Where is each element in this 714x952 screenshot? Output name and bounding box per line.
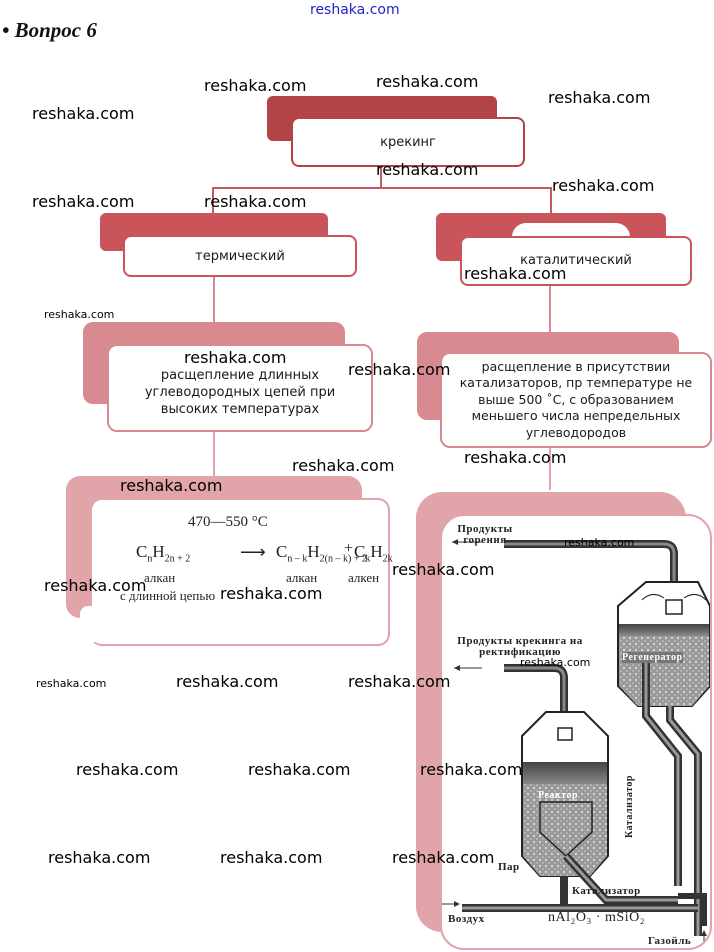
product2-c-sub: k — [365, 553, 371, 565]
combustion-pipe — [452, 539, 678, 606]
catalytic-node-label: каталитический — [520, 253, 632, 268]
connector-catalytic-apparatus — [549, 448, 551, 490]
product1-name: алкан — [286, 570, 318, 585]
watermark: reshaka.com — [464, 264, 567, 283]
watermark: reshaka.com — [32, 104, 135, 123]
label-reactor: Реактор — [538, 790, 579, 801]
label-gasoil: Газойль — [648, 935, 692, 947]
watermark: reshaka.com — [348, 672, 451, 691]
label-catalyst-horizontal: Катализатор — [572, 885, 641, 897]
product2-name: алкен — [348, 570, 380, 585]
watermark: reshaka.com — [464, 448, 567, 467]
connector-right-down — [550, 187, 552, 213]
connector-thermal-reaction — [213, 432, 215, 476]
watermark: reshaka.com — [552, 176, 655, 195]
label-air: Воздух — [448, 913, 485, 925]
thermal-node: термический — [123, 235, 357, 277]
watermark: reshaka.com — [392, 848, 495, 867]
thermal-description-text: расщепление длинных углеводородных цепей… — [144, 367, 336, 417]
reaction-box: 470—550 °C CnH2n + 2 ⟶ Cn – kH2(n – k) +… — [90, 498, 393, 646]
watermark: reshaka.com — [420, 760, 523, 779]
product2-h-sub: 2k — [382, 553, 393, 565]
watermark: reshaka.com — [564, 536, 635, 549]
root-node: крекинг — [291, 117, 525, 167]
label-regenerator: Регенератор — [622, 652, 683, 663]
watermark: reshaka.com — [392, 560, 495, 579]
label-catalyst-formula: nAl₂O₃ · mSiO₂ — [548, 910, 646, 925]
reaction-arrow: ⟶ — [240, 542, 266, 562]
watermark: reshaka.com — [220, 848, 323, 867]
label-cracking-products: Продукты крекинга на ректификацию — [457, 635, 583, 658]
watermark: reshaka.com — [184, 348, 287, 367]
root-node-label: крекинг — [380, 134, 436, 150]
catalytic-node: каталитический — [460, 236, 692, 286]
catalytic-cracking-apparatus — [442, 539, 710, 946]
reaction-temperature: 470—550 °C — [188, 514, 268, 530]
question-title: • Вопрос 6 — [2, 18, 97, 42]
watermark: reshaka.com — [36, 677, 107, 690]
watermark: reshaka.com — [520, 656, 591, 669]
connector-root-down — [380, 167, 382, 188]
connector-thermal-desc — [213, 277, 215, 323]
watermark: reshaka.com — [376, 160, 479, 179]
label-catalyst-vertical: Катализатор — [624, 775, 635, 838]
connector-catalytic-desc — [549, 286, 551, 332]
reaction-box-patch — [80, 606, 110, 642]
apparatus-box: Продукты горения Продукты крекинга на ре… — [440, 514, 712, 950]
watermark: reshaka.com — [548, 88, 651, 107]
cracking-products-pipe — [454, 664, 568, 716]
watermark: reshaka.com — [376, 72, 479, 91]
connector-horizontal — [212, 187, 552, 189]
reactant-c-sub: n — [147, 553, 153, 565]
catalyst-pipes — [442, 853, 707, 946]
watermark: reshaka.com — [48, 848, 151, 867]
watermark: reshaka.com — [120, 476, 223, 495]
watermark: reshaka.com — [176, 672, 279, 691]
watermark: reshaka.com — [248, 760, 351, 779]
reactor-vessel — [521, 711, 609, 877]
watermark: reshaka.com — [220, 584, 323, 603]
watermark: reshaka.com — [204, 76, 307, 95]
reaction-plus: + — [344, 540, 354, 557]
catalytic-description: расщепление в присутствии катализаторов,… — [440, 352, 712, 448]
watermark: reshaka.com — [292, 456, 395, 475]
watermark: reshaka.com — [348, 360, 451, 379]
reactant-h-sub: 2n + 2 — [164, 553, 191, 565]
regenerator-pipes — [642, 656, 702, 936]
header-watermark-link[interactable]: reshaka.com — [310, 2, 400, 18]
connector-left-down — [212, 187, 214, 213]
product1-c-sub: n – k — [287, 553, 308, 565]
watermark: reshaka.com — [76, 760, 179, 779]
reactant-name: алкан — [144, 570, 176, 585]
label-steam: Пар — [498, 861, 520, 873]
watermark: reshaka.com — [32, 192, 135, 211]
product2-formula: CkH2k — [354, 542, 393, 565]
watermark: reshaka.com — [204, 192, 307, 211]
watermark: reshaka.com — [44, 576, 147, 595]
label-combustion-products: Продукты горения — [457, 523, 513, 546]
catalytic-description-text: расщепление в присутствии катализаторов,… — [459, 358, 693, 440]
regenerator-vessel — [617, 581, 710, 707]
reactant-note: с длинной цепью — [120, 588, 216, 603]
product1-formula: Cn – kH2(n – k) + 2 — [276, 542, 367, 565]
reactant-formula: CnH2n + 2 — [136, 542, 191, 565]
thermal-node-label: термический — [195, 248, 285, 264]
watermark: reshaka.com — [44, 308, 115, 321]
product1-h-sub: 2(n – k) + 2 — [319, 553, 367, 565]
thermal-description: расщепление длинных углеводородных цепей… — [107, 344, 373, 432]
